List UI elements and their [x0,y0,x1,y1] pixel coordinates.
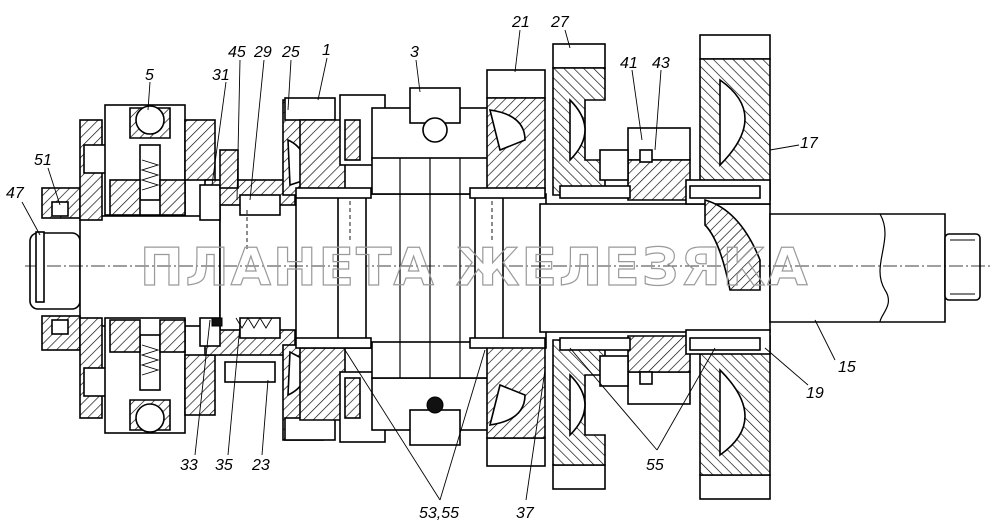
callout-29: 29 [253,44,272,61]
callout-23: 23 [251,457,270,474]
callout-41: 41 [620,55,638,72]
callout-43: 43 [652,55,670,72]
callout-19: 19 [806,385,824,402]
callout-53-55: 53,55 [419,505,459,522]
callout-25: 25 [281,44,300,61]
callout-31: 31 [212,67,230,84]
gear-5 [104,104,216,434]
callout-1: 1 [322,42,331,59]
callout-51: 51 [34,152,52,169]
leader-lines [21,29,836,501]
callout-3: 3 [410,44,419,61]
callout-47: 47 [6,185,25,202]
clutch-41-43 [599,127,691,405]
gear-27 [552,43,606,490]
callout-45: 45 [228,44,246,61]
watermark-text: ПЛАНЕТА ЖЕЛЕЗЯКА [140,238,809,298]
left-flange [35,119,107,419]
callout-27: 27 [550,14,570,31]
callout-33: 33 [180,457,198,474]
needle-bearings [295,185,761,351]
callout-15: 15 [838,359,856,376]
callout-labels: 5 51 47 31 45 29 25 1 3 21 27 41 43 17 1… [6,14,856,522]
callout-21: 21 [511,14,530,31]
callout-17: 17 [800,135,819,152]
gear-21 [486,69,546,467]
callout-55: 55 [646,457,664,474]
callout-5: 5 [145,67,154,84]
callout-35: 35 [215,457,233,474]
callout-37: 37 [516,505,535,522]
